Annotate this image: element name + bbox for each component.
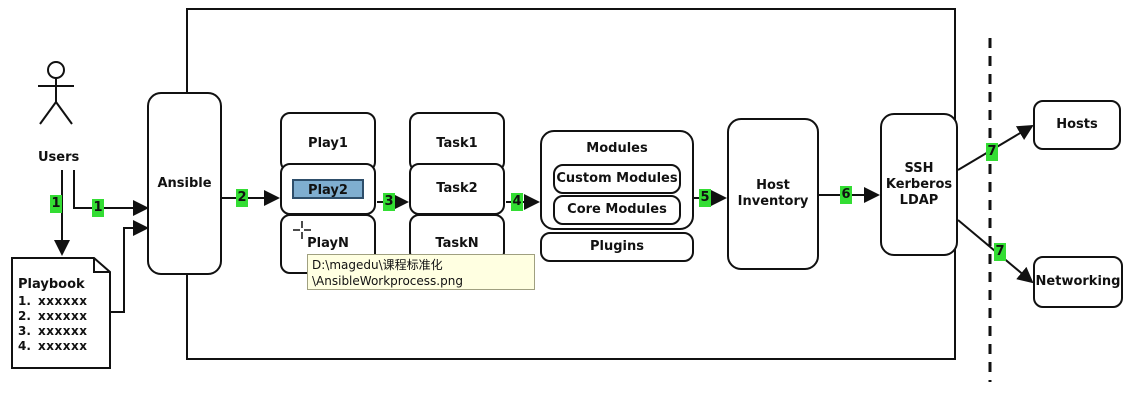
file-path-tooltip: D:\magedu\课程标准化 \AnsibleWorkprocess.png [307,254,535,290]
step-badge: 6 [840,186,852,204]
core-modules-node: Core Modules [553,195,681,225]
crosshair-cursor-icon [293,221,311,239]
step-badge: 7 [986,143,998,161]
step-badge: 1 [92,199,104,217]
networking-node: Networking [1033,256,1123,308]
tooltip-line-1: D:\magedu\课程标准化 [312,258,443,272]
users-label: Users [38,150,80,165]
play2-node: Play2 [292,179,364,199]
playbook-document: Playbook 1.xxxxxx 2.xxxxxx 3.xxxxxx 4.xx… [18,277,87,354]
play2-container: Play2 [280,163,376,215]
custom-modules-node: Custom Modules [553,164,681,194]
list-item: 3.xxxxxx [18,324,88,338]
arrow-users-ansible [73,170,149,216]
play1-node: Play1 [280,112,376,172]
list-item: 4.xxxxxx [18,339,88,353]
step-badge: 7 [994,243,1006,261]
arrow-playbook-ansible [110,220,149,313]
step-badge: 5 [699,189,711,207]
list-item: 2.xxxxxx [18,309,88,323]
task2-node: Task2 [409,163,505,215]
kerberos-label: Kerberos [885,176,953,192]
ldap-label: LDAP [899,192,939,208]
step-badge: 3 [383,193,395,211]
playbook-title: Playbook [18,277,85,292]
step-badge: 4 [511,193,523,211]
list-item: 1.xxxxxx [18,294,88,308]
ansible-node: Ansible [147,92,222,275]
user-figure-icon [38,61,74,125]
hosts-node: Hosts [1033,100,1121,150]
step-badge: 1 [50,195,62,213]
task1-node: Task1 [409,112,505,172]
modules-label: Modules [586,141,648,156]
ssh-label: SSH [904,160,934,176]
tooltip-line-2: \AnsibleWorkprocess.png [312,274,463,288]
plugins-node: Plugins [540,232,694,262]
playbook-document-shape [11,257,111,369]
step-badge: 2 [236,189,248,207]
host-inventory-node: Host Inventory [727,118,819,270]
auth-node: SSH Kerberos LDAP [880,113,958,256]
